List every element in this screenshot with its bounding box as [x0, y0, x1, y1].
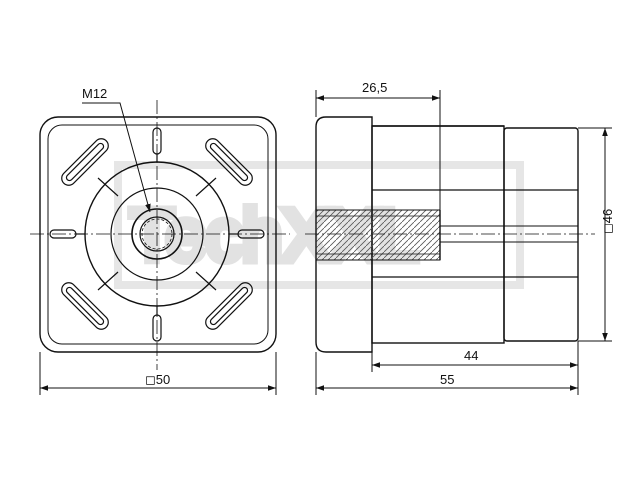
threaded-insert — [315, 209, 441, 261]
front-inner-outline — [47, 124, 269, 345]
front-outline — [39, 116, 277, 353]
insert-length-label: 26,5 — [362, 80, 387, 95]
total-length-label: 55 — [440, 372, 454, 387]
side-dimensions — [315, 90, 612, 395]
thread-leader — [82, 102, 151, 213]
front-width-dimension — [39, 352, 277, 395]
stem — [503, 127, 579, 342]
cap-flange — [315, 116, 373, 353]
side-view — [305, 90, 612, 395]
thread-label: M12 — [82, 86, 107, 101]
diagonal-slots — [61, 138, 253, 330]
height-label: ◻46 — [600, 209, 615, 234]
front-center-lines — [30, 100, 290, 370]
front-width-label: ◻50 — [145, 372, 170, 387]
body-length-label: 44 — [464, 348, 478, 363]
front-view — [30, 100, 290, 395]
